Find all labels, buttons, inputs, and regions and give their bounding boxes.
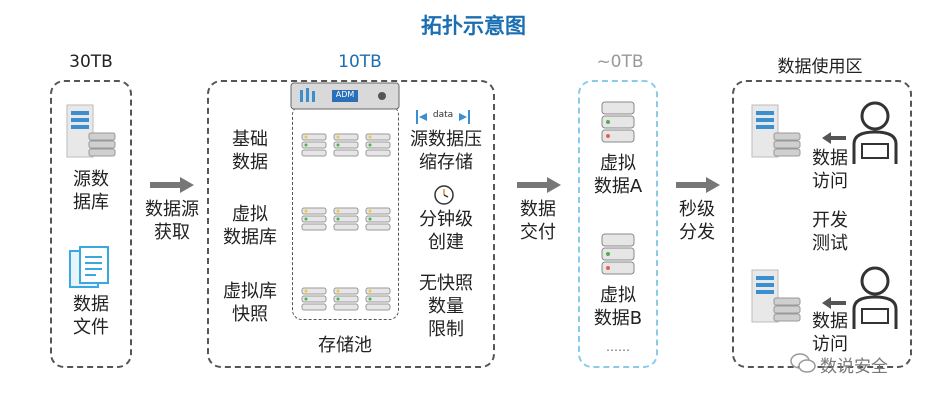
source-box: [50, 80, 132, 368]
pool-footer: 存储池: [318, 335, 372, 356]
clock-icon: [434, 185, 454, 205]
arrow-right-icon: [676, 177, 720, 193]
virtual-server-b-icon: [601, 233, 635, 275]
pool-capacity: 10TB: [338, 52, 382, 72]
usage-access-2: 数据 访问: [812, 311, 848, 355]
watermark: 数说安全: [820, 357, 888, 377]
pool-box: [207, 80, 495, 368]
pool-no-snapshot-limit: 无快照 数量 限制: [419, 273, 473, 340]
pool-base-data: 基础 数据: [232, 129, 268, 173]
arrow-label-distribute: 秒级 分发: [679, 199, 715, 243]
data-file-label: 数据 文件: [73, 294, 109, 338]
user-icon: [852, 101, 898, 164]
arrow-left-icon: [822, 297, 846, 309]
wechat-icon: [790, 353, 816, 373]
arrow-label-deliver: 数据 交付: [520, 199, 556, 243]
document-icon: [69, 246, 109, 288]
virtual-ellipsis: ……: [606, 340, 630, 354]
virtual-data-a: 虚拟 数据A: [593, 153, 643, 197]
storage-pool-servers-icon: [301, 133, 391, 311]
virtual-box: [578, 80, 658, 368]
data-tag: data: [432, 110, 454, 120]
virtual-data-b: 虚拟 数据B: [593, 285, 643, 329]
arrow-label-acquire: 数据源 获取: [145, 199, 199, 243]
user-icon: [852, 266, 898, 329]
arrow-left-icon: [822, 132, 846, 144]
client-server-icon: [751, 104, 801, 158]
pool-compress-store: 源数据压 缩存储: [410, 129, 482, 173]
source-capacity: 30TB: [69, 52, 113, 72]
usage-dev-test: 开发 测试: [812, 210, 848, 254]
usage-access-1: 数据 访问: [812, 148, 848, 192]
pool-vdb-snapshot: 虚拟库 快照: [223, 281, 277, 325]
database-server-icon: [66, 104, 116, 158]
client-server-icon: [751, 269, 801, 323]
arrow-right-icon: [517, 177, 561, 193]
diagram-title: 拓扑示意图: [421, 14, 526, 38]
usage-box: [732, 80, 912, 368]
adm-device-label: ADM: [335, 90, 355, 99]
usage-capacity: 数据使用区: [777, 57, 863, 77]
virtual-server-a-icon: [601, 101, 635, 143]
pool-virtual-db: 虚拟 数据库: [223, 204, 277, 248]
arrow-right-icon: [150, 177, 194, 193]
adm-appliance-icon: [290, 82, 400, 110]
source-db-label: 源数 据库: [73, 169, 109, 213]
pool-minute-create: 分钟级 创建: [419, 209, 473, 253]
virtual-capacity: ~0TB: [596, 52, 644, 72]
compress-icon: [416, 110, 470, 124]
